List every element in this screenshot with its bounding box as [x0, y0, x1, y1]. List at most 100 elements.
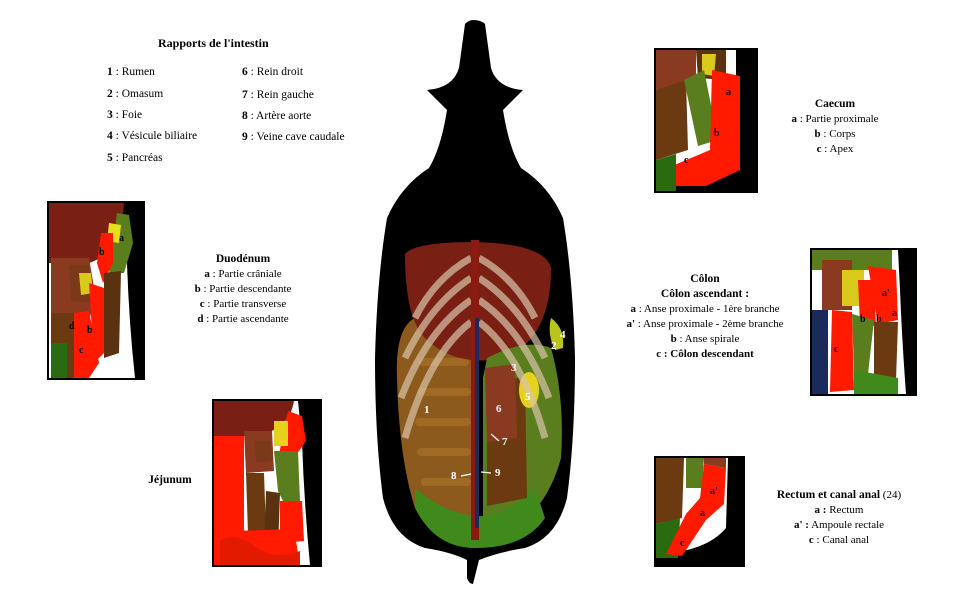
key: c: [199, 298, 205, 310]
kidney-area: [485, 364, 517, 442]
desc: Ampoule rectale: [808, 519, 885, 531]
rectum-caption: Rectum et canal anal (24) a : Rectum a' …: [768, 488, 910, 548]
colon-line: b : Anse spirale: [615, 332, 795, 347]
caecum-line: a : Partie proximale: [775, 112, 895, 127]
key: b: [814, 128, 821, 140]
intestine-lower: [415, 488, 545, 548]
duodenum-line: d : Partie ascendante: [193, 312, 293, 327]
colon-label-a: a: [892, 308, 897, 319]
caecum-line: b : Corps: [775, 127, 895, 142]
legend-num: 6: [242, 66, 248, 78]
caecum-label-a: a: [726, 87, 731, 98]
rectum-panel: a' a c: [654, 456, 745, 567]
label-5-pancreas: 5: [525, 391, 531, 403]
caecum-label-b: b: [714, 128, 720, 139]
rectum-title-ref: (24): [880, 489, 902, 501]
desc: Rectum: [826, 504, 864, 516]
colon-line: a' : Anse proximale - 2ème branche: [615, 317, 795, 332]
key: c: [816, 143, 822, 155]
gallbladder: [549, 318, 564, 350]
legend-label: : Rein gauche: [247, 89, 314, 101]
ribs: [397, 254, 553, 439]
legend-num: 8: [242, 110, 248, 122]
duodenum-label-c: c: [79, 345, 84, 356]
duodenum-label-a: a: [119, 233, 124, 244]
legend-num: 5: [107, 152, 113, 164]
rectum-label-a: a: [700, 508, 705, 519]
caecum-panel: a b c: [654, 48, 758, 193]
desc: : Partie ascendante: [203, 313, 289, 325]
duodenum-panel: a b b d c: [47, 201, 145, 380]
legend-label: : Artère aorte: [247, 110, 312, 122]
legend-item-pancreas: 5 : Pancréas: [107, 152, 163, 164]
desc: : Canal anal: [813, 534, 870, 546]
caecum-line: c : Apex: [775, 142, 895, 157]
key: c: [656, 348, 662, 360]
rectum-line: a : Rectum: [768, 503, 910, 518]
legend-label: : Veine cave caudale: [247, 131, 345, 143]
desc: : Partie descendante: [200, 283, 292, 295]
colon-title: Côlon: [690, 273, 720, 285]
key: a: [630, 303, 636, 315]
rectum-title: Rectum et canal anal: [776, 489, 881, 501]
duodenum-line: a : Partie crâniale: [193, 267, 293, 282]
legend-num: 3: [107, 109, 113, 121]
colon-label-c: c: [834, 344, 839, 355]
legend-num: 2: [107, 88, 113, 100]
desc: : Anse spirale: [676, 333, 740, 345]
label-1-rumen: 1: [424, 404, 430, 416]
desc: : Partie crâniale: [209, 268, 282, 280]
rectum-illustration: a' a c: [656, 458, 743, 565]
key: a': [626, 318, 636, 330]
colon-label-b2: b: [876, 314, 882, 325]
rectum-label-a-prime: a': [710, 486, 718, 497]
legend-num: 7: [242, 89, 248, 101]
key: d: [197, 313, 204, 325]
legend-item-rumen: 1 : Rumen: [107, 66, 155, 78]
jejunum-illustration: [214, 401, 320, 565]
label-4-gallbladder: 4: [560, 329, 566, 341]
legend-item-rein-droit: 6 : Rein droit: [242, 66, 303, 78]
cow-body-diagram: 1 2 3 4 5 6 7 8 9: [375, 20, 575, 584]
legend-title: Rapports de l'intestin: [158, 36, 269, 50]
desc: : Côlon descendant: [661, 348, 754, 360]
leader-lines: [460, 433, 500, 477]
legend-item-veine-cave: 9 : Veine cave caudale: [242, 131, 345, 143]
rectum-line: c : Canal anal: [768, 533, 910, 548]
label-3-liver: 3: [511, 362, 517, 374]
duodenum-caption: Duodénum a : Partie crâniale b : Partie …: [193, 252, 293, 327]
jejunum-caption: Jéjunum: [140, 473, 200, 488]
legend-label: : Vésicule biliaire: [112, 130, 198, 142]
key: a' :: [793, 519, 809, 531]
legend-num: 1: [107, 66, 113, 78]
rumen-folds: [415, 358, 471, 486]
legend-item-omasum: 2 : Omasum: [107, 88, 163, 100]
legend-label: : Foie: [112, 109, 143, 121]
legend-num: 4: [107, 130, 113, 142]
duodenum-label-b2: b: [87, 325, 93, 336]
desc: : Corps: [820, 128, 856, 140]
rectum-label-c: c: [680, 538, 685, 549]
desc: : Apex: [821, 143, 854, 155]
colon-line: a : Anse proximale - 1ère branche: [615, 302, 795, 317]
rectum-line: a' : Ampoule rectale: [768, 518, 910, 533]
label-7-left-kidney: 7: [502, 436, 508, 448]
legend-label: : Pancréas: [112, 152, 163, 164]
label-9-vena-cava: 9: [495, 467, 501, 479]
legend-item-foie: 3 : Foie: [107, 109, 142, 121]
caecum-illustration: a b c: [656, 50, 756, 191]
desc: : Anse proximale - 1ère branche: [635, 303, 780, 315]
legend-item-aorte: 8 : Artère aorte: [242, 110, 311, 122]
key: a :: [814, 504, 827, 516]
colon-subtitle: Côlon ascendant :: [660, 288, 750, 300]
duodenum-label-b: b: [99, 247, 105, 258]
key: a: [791, 113, 797, 125]
desc: : Partie proximale: [796, 113, 879, 125]
legend-label: : Rein droit: [247, 66, 304, 78]
desc: : Partie transverse: [204, 298, 287, 310]
legend-label: : Omasum: [112, 88, 164, 100]
desc: : Anse proximale - 2ème branche: [635, 318, 784, 330]
colon-label-a-prime: a': [882, 288, 890, 299]
rectum-title-line: Rectum et canal anal (24): [768, 488, 910, 503]
duodenum-title: Duodénum: [215, 253, 271, 265]
